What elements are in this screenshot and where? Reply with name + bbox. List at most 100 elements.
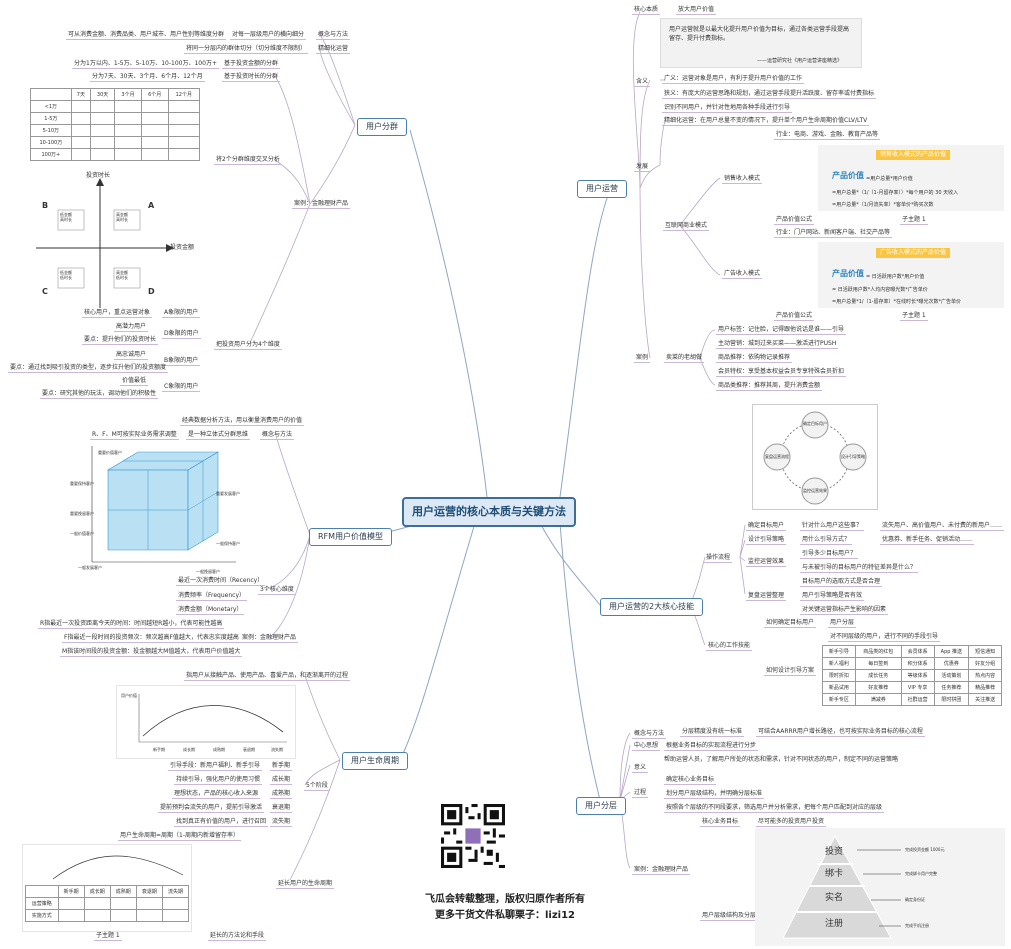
node-rfm-c3[interactable]: M指该时间段的投资金额：投金额越大M值越大，代表用户价值越大 bbox=[60, 648, 243, 657]
branch-stratify[interactable]: 用户分层 bbox=[576, 797, 626, 815]
case-item[interactable]: 商品类推荐：推荐其周，提升消费金额 bbox=[716, 382, 823, 391]
node-cross[interactable]: 将2个分群维度交叉分析 bbox=[214, 156, 282, 165]
node-process[interactable]: 过程 bbox=[632, 789, 649, 798]
node-workflow[interactable]: 操作流程 bbox=[704, 554, 733, 563]
node-lc-five[interactable]: 5个阶段 bbox=[304, 782, 330, 791]
node-broad[interactable]: 广义：运营对象是用户，有利于提升用户价值的工作 bbox=[662, 75, 805, 84]
node-internet-model[interactable]: 互联网商业模式 bbox=[663, 222, 710, 231]
node-industry2[interactable]: 行业：门户网站、新闻客户端、社交产品等 bbox=[774, 229, 893, 238]
node-goal[interactable]: 核心业务目标 bbox=[700, 818, 741, 827]
node-lc-path[interactable]: 指用户从接触产品、使用产品、喜爱产品，和逐渐离开的过程 bbox=[184, 672, 351, 681]
node-design-a[interactable]: 对不同层级的用户，进行不同的手段引导 bbox=[828, 633, 941, 642]
node-c2[interactable]: 分为7天、30天、3个月、6个月、12个月 bbox=[90, 73, 205, 82]
node-s-concept-a[interactable]: 分层精度没有统一标准 bbox=[680, 728, 745, 737]
node-lc-s5[interactable]: 找到真正有价值的用户，进行召回 bbox=[174, 818, 269, 827]
node-c1a[interactable]: 基于投资金额的分群 bbox=[222, 60, 281, 69]
node-lc-method[interactable]: 延长的方法论和手段 bbox=[208, 932, 267, 941]
node-b[interactable]: B象限的用户 bbox=[162, 357, 201, 366]
node-f3a[interactable]: 引导多少目标用户？ bbox=[800, 550, 859, 559]
node-s-concept[interactable]: 概念与方法 bbox=[632, 730, 667, 739]
node-lc-s4a[interactable]: 衰退期 bbox=[270, 804, 293, 813]
node-rfm-mm[interactable]: 消费金额（Monetary） bbox=[176, 606, 245, 615]
node-lc-s2[interactable]: 持续引导，强化用户的使用习惯 bbox=[174, 776, 263, 785]
node-p2[interactable]: 划分用户层级结构，并明确分层标准 bbox=[664, 790, 765, 799]
node-c2x[interactable]: 要点：研究其他的玩法，调动他们的积极性 bbox=[40, 390, 159, 399]
node-develop[interactable]: 发展 bbox=[634, 163, 651, 172]
branch-segment[interactable]: 用户分群 bbox=[357, 118, 407, 136]
case-item[interactable]: 主动营销：城到过来买菜——激活进行PUSH bbox=[716, 340, 839, 349]
node-ad-income[interactable]: 广告收入模式 bbox=[722, 270, 763, 279]
node-s-meaning-a[interactable]: 帮助运营人员，了解用户所处的状态和需求，针对不同状态的用户，制定不同的运营策略 bbox=[664, 756, 899, 763]
node-rfm-f[interactable]: 消费频率（Frequency） bbox=[176, 592, 247, 601]
node-f2[interactable]: 设计引导策略 bbox=[746, 536, 787, 545]
case-item[interactable]: 会员特权：享受基本权益会员专享特殊会员折扣 bbox=[716, 368, 847, 377]
node-lc-s1[interactable]: 引导手段：新用户福利、新手引导 bbox=[168, 762, 263, 771]
node-lc-formula[interactable]: 用户生命周期=周期（1-周期内新增留存率） bbox=[118, 832, 242, 841]
node-d1[interactable]: 高潜力用户 bbox=[114, 323, 149, 332]
node-b2[interactable]: 要点：通过找到吸引投资的类型，逐步拉升他们的投资额度 bbox=[8, 364, 169, 373]
node-b1[interactable]: 高忠诚用户 bbox=[114, 351, 149, 360]
node-f1a[interactable]: 针对什么用户这些事？ bbox=[800, 522, 865, 531]
node-subtopic-1b[interactable]: 子主题 1 bbox=[900, 312, 928, 321]
branch-tech[interactable]: 用户运营的2大核心技能 bbox=[600, 598, 704, 616]
node-c1x[interactable]: 价值最低 bbox=[120, 377, 149, 386]
node-four[interactable]: 把投资用户分为4个维度 bbox=[214, 341, 282, 350]
node-rfm-m2[interactable]: 是一种立体式分群思维 bbox=[186, 431, 251, 440]
node-rfm-concept[interactable]: 概念与方法 bbox=[260, 431, 295, 440]
node-f3b[interactable]: 与未被引导的目标用户的特征差异是什么？ bbox=[800, 564, 919, 573]
node-meaning[interactable]: 含义 bbox=[634, 78, 651, 87]
branch-lifecycle[interactable]: 用户生命周期 bbox=[342, 752, 408, 770]
node-s-concept-b[interactable]: 可结合AARRR用户增长路径，也可按实际业务目标的核心流程 bbox=[756, 728, 925, 737]
node-seg-concept[interactable]: 概念与方法 bbox=[316, 31, 351, 40]
node-seg-dims[interactable]: 可从消费金额、消费品类、用户城市、用户性别等维度分群 bbox=[66, 31, 227, 40]
node-s-case[interactable]: 案例：金融理财产品 bbox=[632, 866, 691, 875]
node-f2a[interactable]: 用什么引导方式？ bbox=[800, 536, 853, 545]
node-lc-subtopic[interactable]: 子主题 1 bbox=[94, 932, 122, 941]
case-item[interactable]: 商品推荐：依购物记录推荐 bbox=[716, 354, 793, 363]
node-rfm-m1[interactable]: 经典数据分析方法，用以衡量消费用户的价值 bbox=[180, 417, 305, 426]
node-find[interactable]: 如何确定目标用户 bbox=[764, 619, 817, 628]
node-pv-formula-1[interactable]: 产品价值公式 bbox=[774, 216, 815, 225]
node-rfm-dims[interactable]: 3个核心维度 bbox=[258, 586, 296, 595]
node-seg-fine-a[interactable]: 将同一分层内的群体切分（切分维度不限制） bbox=[184, 45, 309, 54]
node-seg-fine[interactable]: 精细化运营 bbox=[316, 45, 351, 54]
node-f1[interactable]: 确定目标用户 bbox=[746, 522, 787, 531]
node-rfm-c2[interactable]: F指最近一段时间的投资频次：频次越高F值越大，代表忠实度越高 bbox=[62, 634, 241, 643]
node-core-value[interactable]: 放大用户价值 bbox=[676, 6, 717, 15]
node-refined[interactable]: 精细化运营：在用户总量不变的情况下，提升单个用户生命周期价值CLV/LTV bbox=[662, 117, 870, 126]
node-lc-extend[interactable]: 延长用户的生命周期 bbox=[276, 880, 335, 889]
node-f4[interactable]: 复盘运营整理 bbox=[746, 592, 787, 601]
node-narrow[interactable]: 狭义：有庞大的运营思路和规划，通过运营手段提升活跃度、留存率或付费指标 bbox=[662, 90, 877, 99]
node-f4c[interactable]: 对关键运营指标产生影响的因素 bbox=[800, 606, 889, 615]
node-f2b[interactable]: 优惠券、新手任务、促销活动…… bbox=[880, 536, 975, 545]
node-core-idea[interactable]: 中心思想 bbox=[632, 742, 661, 751]
node-lc-s4[interactable]: 提前预判会流失的用户，提前引导激活 bbox=[158, 804, 265, 813]
node-structure[interactable]: 用户层级结构及分层标准 bbox=[700, 912, 771, 921]
node-case[interactable]: 案例 bbox=[634, 354, 651, 363]
node-seg-concept-a[interactable]: 对每一层级用户的横向细分 bbox=[230, 31, 307, 40]
node-design[interactable]: 如何设计引导方案 bbox=[764, 667, 817, 676]
node-lc-s3a[interactable]: 成熟期 bbox=[270, 790, 293, 799]
node-core-work[interactable]: 核心的工作技能 bbox=[706, 642, 753, 651]
node-lc-s2a[interactable]: 成长期 bbox=[270, 776, 293, 785]
node-c2a[interactable]: 基于投资时长的分群 bbox=[222, 73, 281, 82]
node-pv-formula-2[interactable]: 产品价值公式 bbox=[774, 312, 815, 321]
node-goal-a[interactable]: 尽可能多的投资用户投资 bbox=[756, 818, 827, 827]
node-seg-case[interactable]: 案例：金融理财产品 bbox=[292, 200, 351, 209]
central-topic[interactable]: 用户运营的核心本质与关键方法 bbox=[402, 497, 576, 527]
branch-rfm[interactable]: RFM用户价值模型 bbox=[309, 528, 393, 546]
node-industry1[interactable]: 行业：电商、游戏、金融、教育产品等 bbox=[774, 131, 881, 140]
node-core-essence[interactable]: 核心本质 bbox=[632, 6, 661, 15]
node-d2[interactable]: 要点：提升他们的投资时长 bbox=[82, 336, 159, 345]
node-direct-income[interactable]: 销售收入模式 bbox=[722, 175, 763, 184]
node-p3[interactable]: 按照各个层级的不同段要求，筛选用户并分析需求，把每个用户匹配到对应的层级 bbox=[664, 804, 885, 813]
node-lc-s5a[interactable]: 流失期 bbox=[270, 818, 293, 827]
node-lc-s1a[interactable]: 新手期 bbox=[270, 762, 293, 771]
node-s-meaning[interactable]: 意义 bbox=[632, 764, 649, 773]
node-c1[interactable]: 分为1万以内、1-5万、5-10万、10-100万、100万+ bbox=[72, 60, 219, 69]
node-rfm-c1[interactable]: R指最近一次投资距离今天的时间：时间越短R越小，代表可能性越高 bbox=[38, 620, 225, 629]
node-rfm-m3[interactable]: R、F、M可按实际业务需求调整 bbox=[90, 431, 179, 440]
node-f1b[interactable]: 流失用户、高价值用户、未付费的新用户…… bbox=[880, 522, 1005, 531]
node-subtopic-1a[interactable]: 子主题 1 bbox=[900, 216, 928, 225]
branch-user-ops[interactable]: 用户运营 bbox=[577, 180, 627, 198]
